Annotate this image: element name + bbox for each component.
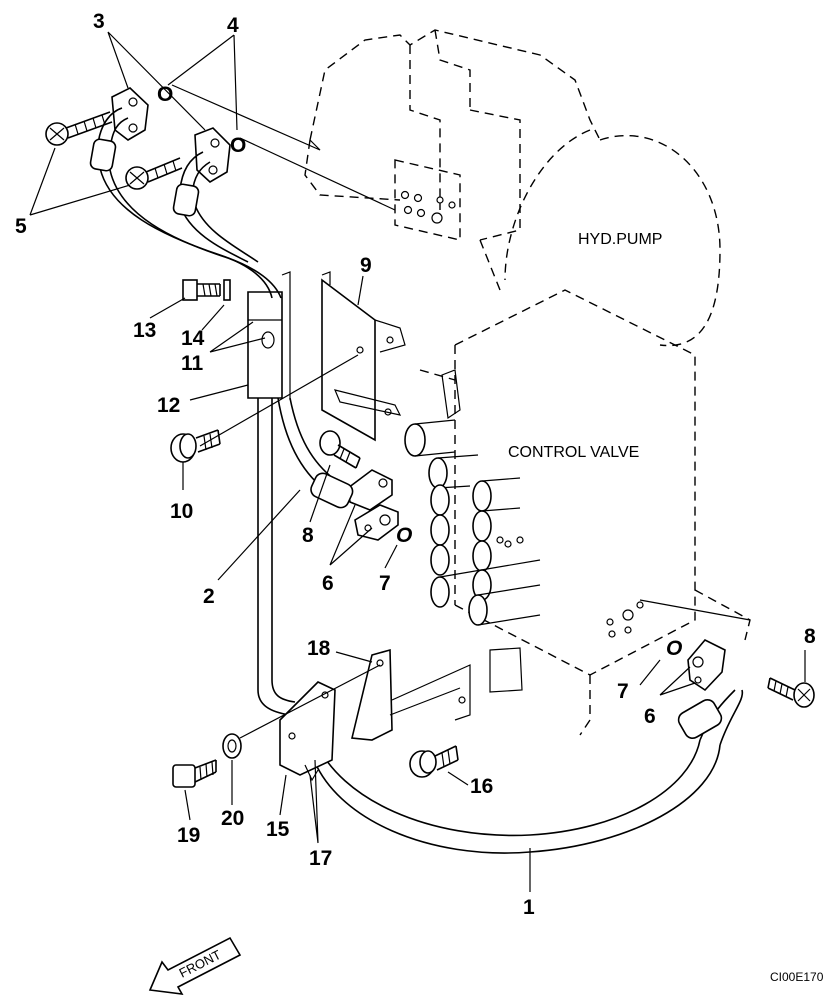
flange-3b (172, 127, 231, 217)
drawing-code: CI00E170 (770, 970, 824, 984)
bolt-8a (319, 430, 361, 469)
callout-7a: 7 (379, 572, 391, 595)
callout-5: 5 (15, 215, 27, 238)
pump-port-holes (400, 190, 456, 224)
bolt-5a (45, 111, 113, 146)
hose-upper (99, 167, 282, 299)
callout-9: 9 (360, 254, 372, 277)
oring-4a: O (157, 83, 173, 106)
support-15 (279, 681, 336, 782)
callout-16: 16 (470, 775, 493, 798)
bolt-5b (125, 157, 183, 190)
oring-4b: O (230, 134, 246, 157)
callout-15: 15 (266, 818, 290, 841)
callout-3: 3 (93, 10, 105, 33)
clamp-6a (310, 469, 399, 541)
washer-14 (223, 279, 231, 301)
callout-10: 10 (170, 500, 193, 523)
callout-1: 1 (523, 896, 535, 919)
callout-8b: 8 (804, 625, 816, 648)
oring-7b: O (666, 637, 682, 660)
valve-label: CONTROL VALVE (508, 444, 639, 461)
control-valve: CONTROL VALVE (404, 289, 751, 736)
callout-13: 13 (133, 319, 156, 342)
callout-7b: 7 (617, 680, 629, 703)
callout-12: 12 (157, 394, 180, 417)
callout-14: 14 (181, 327, 205, 350)
leader-lines (29, 31, 806, 892)
pump-label: HYD.PUMP (578, 231, 662, 248)
callout-20: 20 (221, 807, 244, 830)
callout-17: 17 (309, 847, 332, 870)
bolt-8b (767, 677, 815, 708)
callout-numbers: 3 4 5 9 13 14 11 12 10 8 6 7 2 18 8 7 6 … (15, 10, 816, 919)
front-arrow: FRONT (148, 936, 242, 995)
callout-6b: 6 (644, 705, 656, 728)
pipe-vertical (257, 398, 296, 716)
flange-3a (89, 87, 149, 172)
callout-11: 11 (181, 352, 204, 375)
bracket-9 (321, 271, 406, 442)
valve-port-holes (606, 601, 644, 638)
washer-20 (222, 733, 242, 759)
valve-spools (404, 419, 541, 626)
bracket-18 (351, 648, 471, 741)
callout-4: 4 (227, 14, 239, 37)
bolt-19 (172, 759, 217, 788)
oring-7a: O (396, 524, 412, 547)
callout-19: 19 (177, 824, 200, 847)
callout-18: 18 (307, 637, 331, 660)
bolt-16 (409, 745, 459, 778)
callout-8a: 8 (302, 524, 314, 547)
clamp-6b (677, 639, 726, 739)
hyd-pump: HYD.PUMP (304, 29, 721, 347)
bolt-13 (182, 279, 221, 301)
bolt-10 (170, 429, 221, 463)
callout-2: 2 (203, 585, 215, 608)
callout-6a: 6 (322, 572, 334, 595)
